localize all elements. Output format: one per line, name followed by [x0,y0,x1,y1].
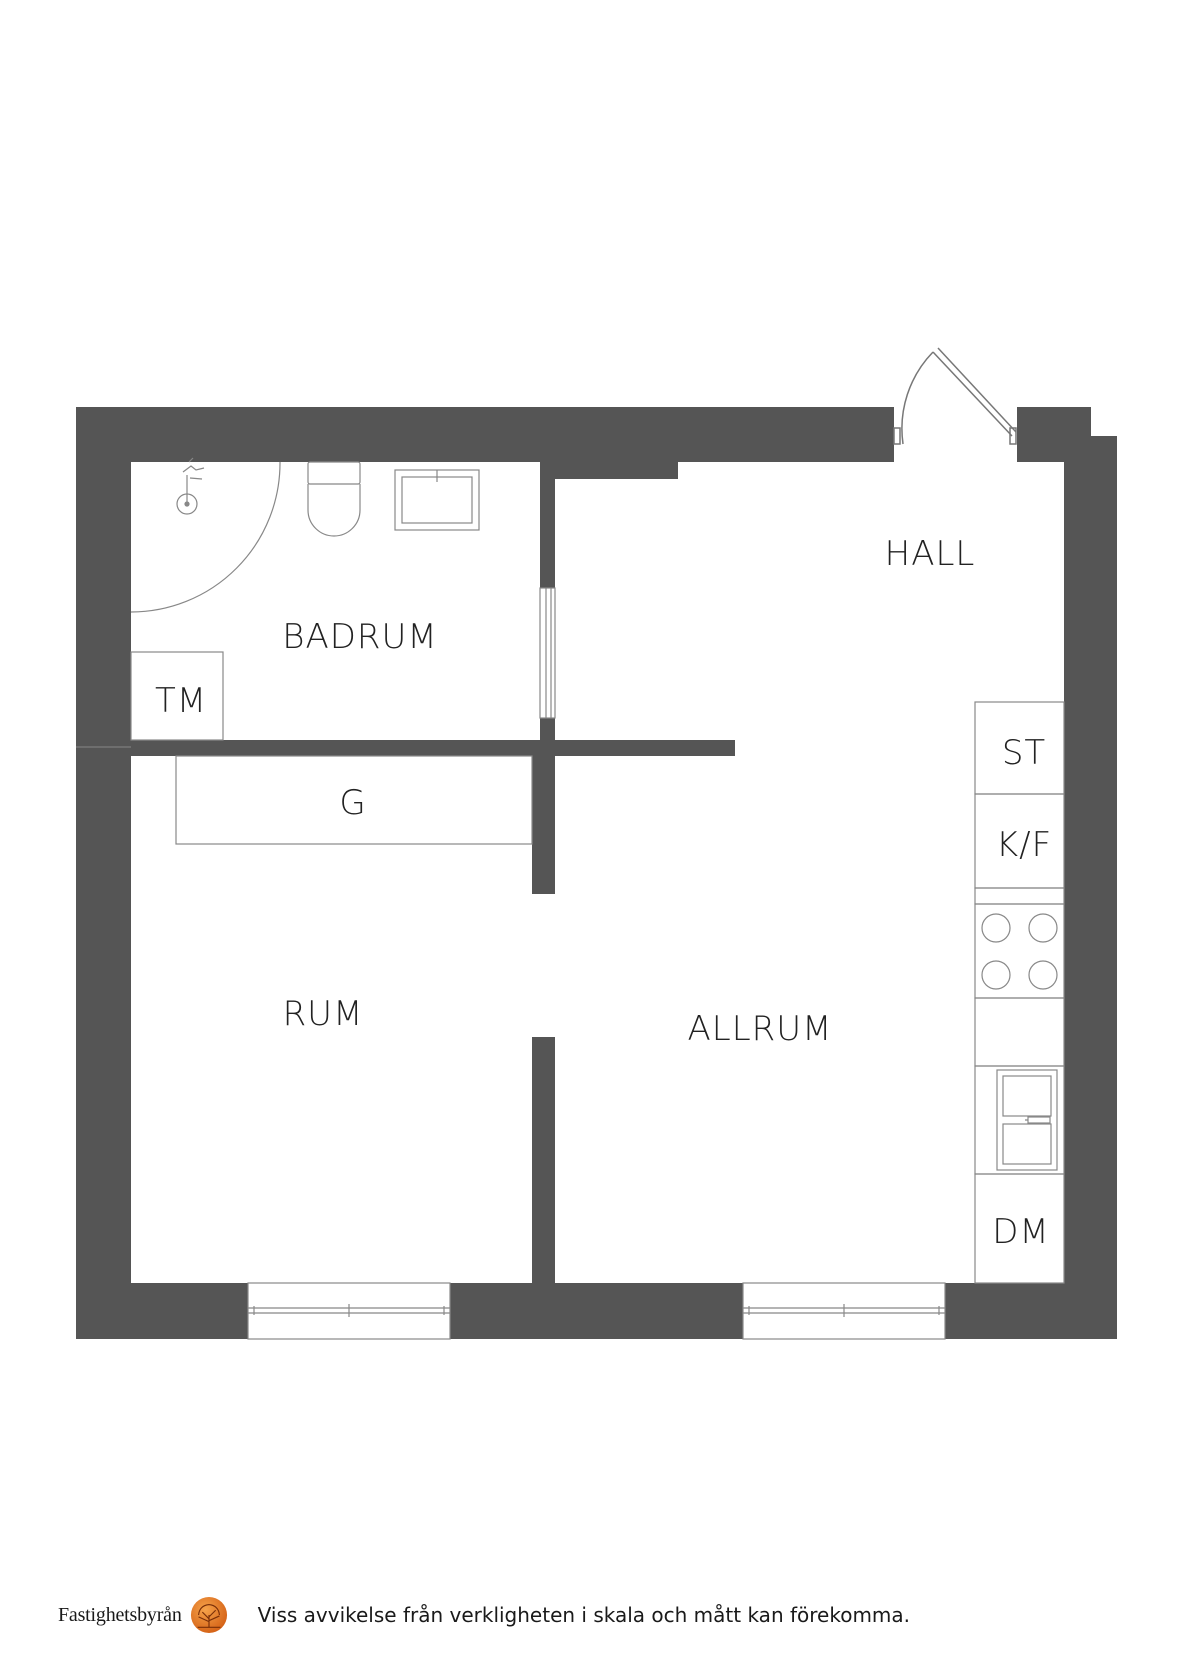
window-rum [247,1282,451,1340]
shower-head-icon [176,457,205,515]
wall-bottom-right [945,1283,1117,1339]
kitchen-dm [974,1173,1065,1284]
wall-badrum-rum [131,740,735,756]
footer: Fastighetsbyrån Viss avvikelse från verk… [58,1590,910,1640]
window-allrum [742,1282,946,1340]
entrance-door [893,347,1017,445]
label-badrum: BADRUM [282,617,438,657]
tree-logo-icon [190,1596,227,1634]
sink-icon [394,469,480,531]
wall-right [1064,436,1117,1339]
kitchen-sink-icon [996,1069,1058,1171]
wall-bottom-middle [450,1283,743,1339]
kitchen-counter [974,997,1065,1067]
label-rum: RUM [283,994,364,1034]
toilet-icon [307,461,361,537]
stove-burners-icon [981,913,1058,990]
wall-rum-allrum-lower [532,1037,555,1283]
kitchen-stove [974,903,1065,999]
g-wardrobe [175,755,533,845]
badrum-door [539,587,556,719]
label-g: G [339,783,366,823]
label-kf: K/F [996,825,1052,865]
label-st: ST [1002,733,1046,773]
wall-badrum-right-lower [540,718,555,740]
tm-cabinet [130,651,224,741]
wall-left [76,407,131,1339]
wall-bottom-left [76,1283,248,1339]
brand-name: Fastighetsbyrån [58,1603,182,1626]
shower-area [130,461,281,613]
wall-badrum-right-upper [540,462,555,588]
wall-rum-allrum-upper [532,740,555,894]
disclaimer-text: Viss avvikelse från verkligheten i skala… [257,1603,911,1627]
windows [247,1282,946,1340]
label-hall: HALL [885,534,976,574]
walls [76,407,1117,1339]
room-labels: HALL BADRUM TM G RUM ALLRUM ST K/F DM [155,534,1052,1252]
label-dm: DM [992,1212,1050,1252]
kitchen-gap [974,887,1065,905]
fixtures [130,457,1065,1284]
label-tm: TM [155,681,207,721]
label-allrum: ALLRUM [688,1009,833,1049]
wall-hall-top-stub [555,462,678,479]
wall-top-left [76,407,894,462]
